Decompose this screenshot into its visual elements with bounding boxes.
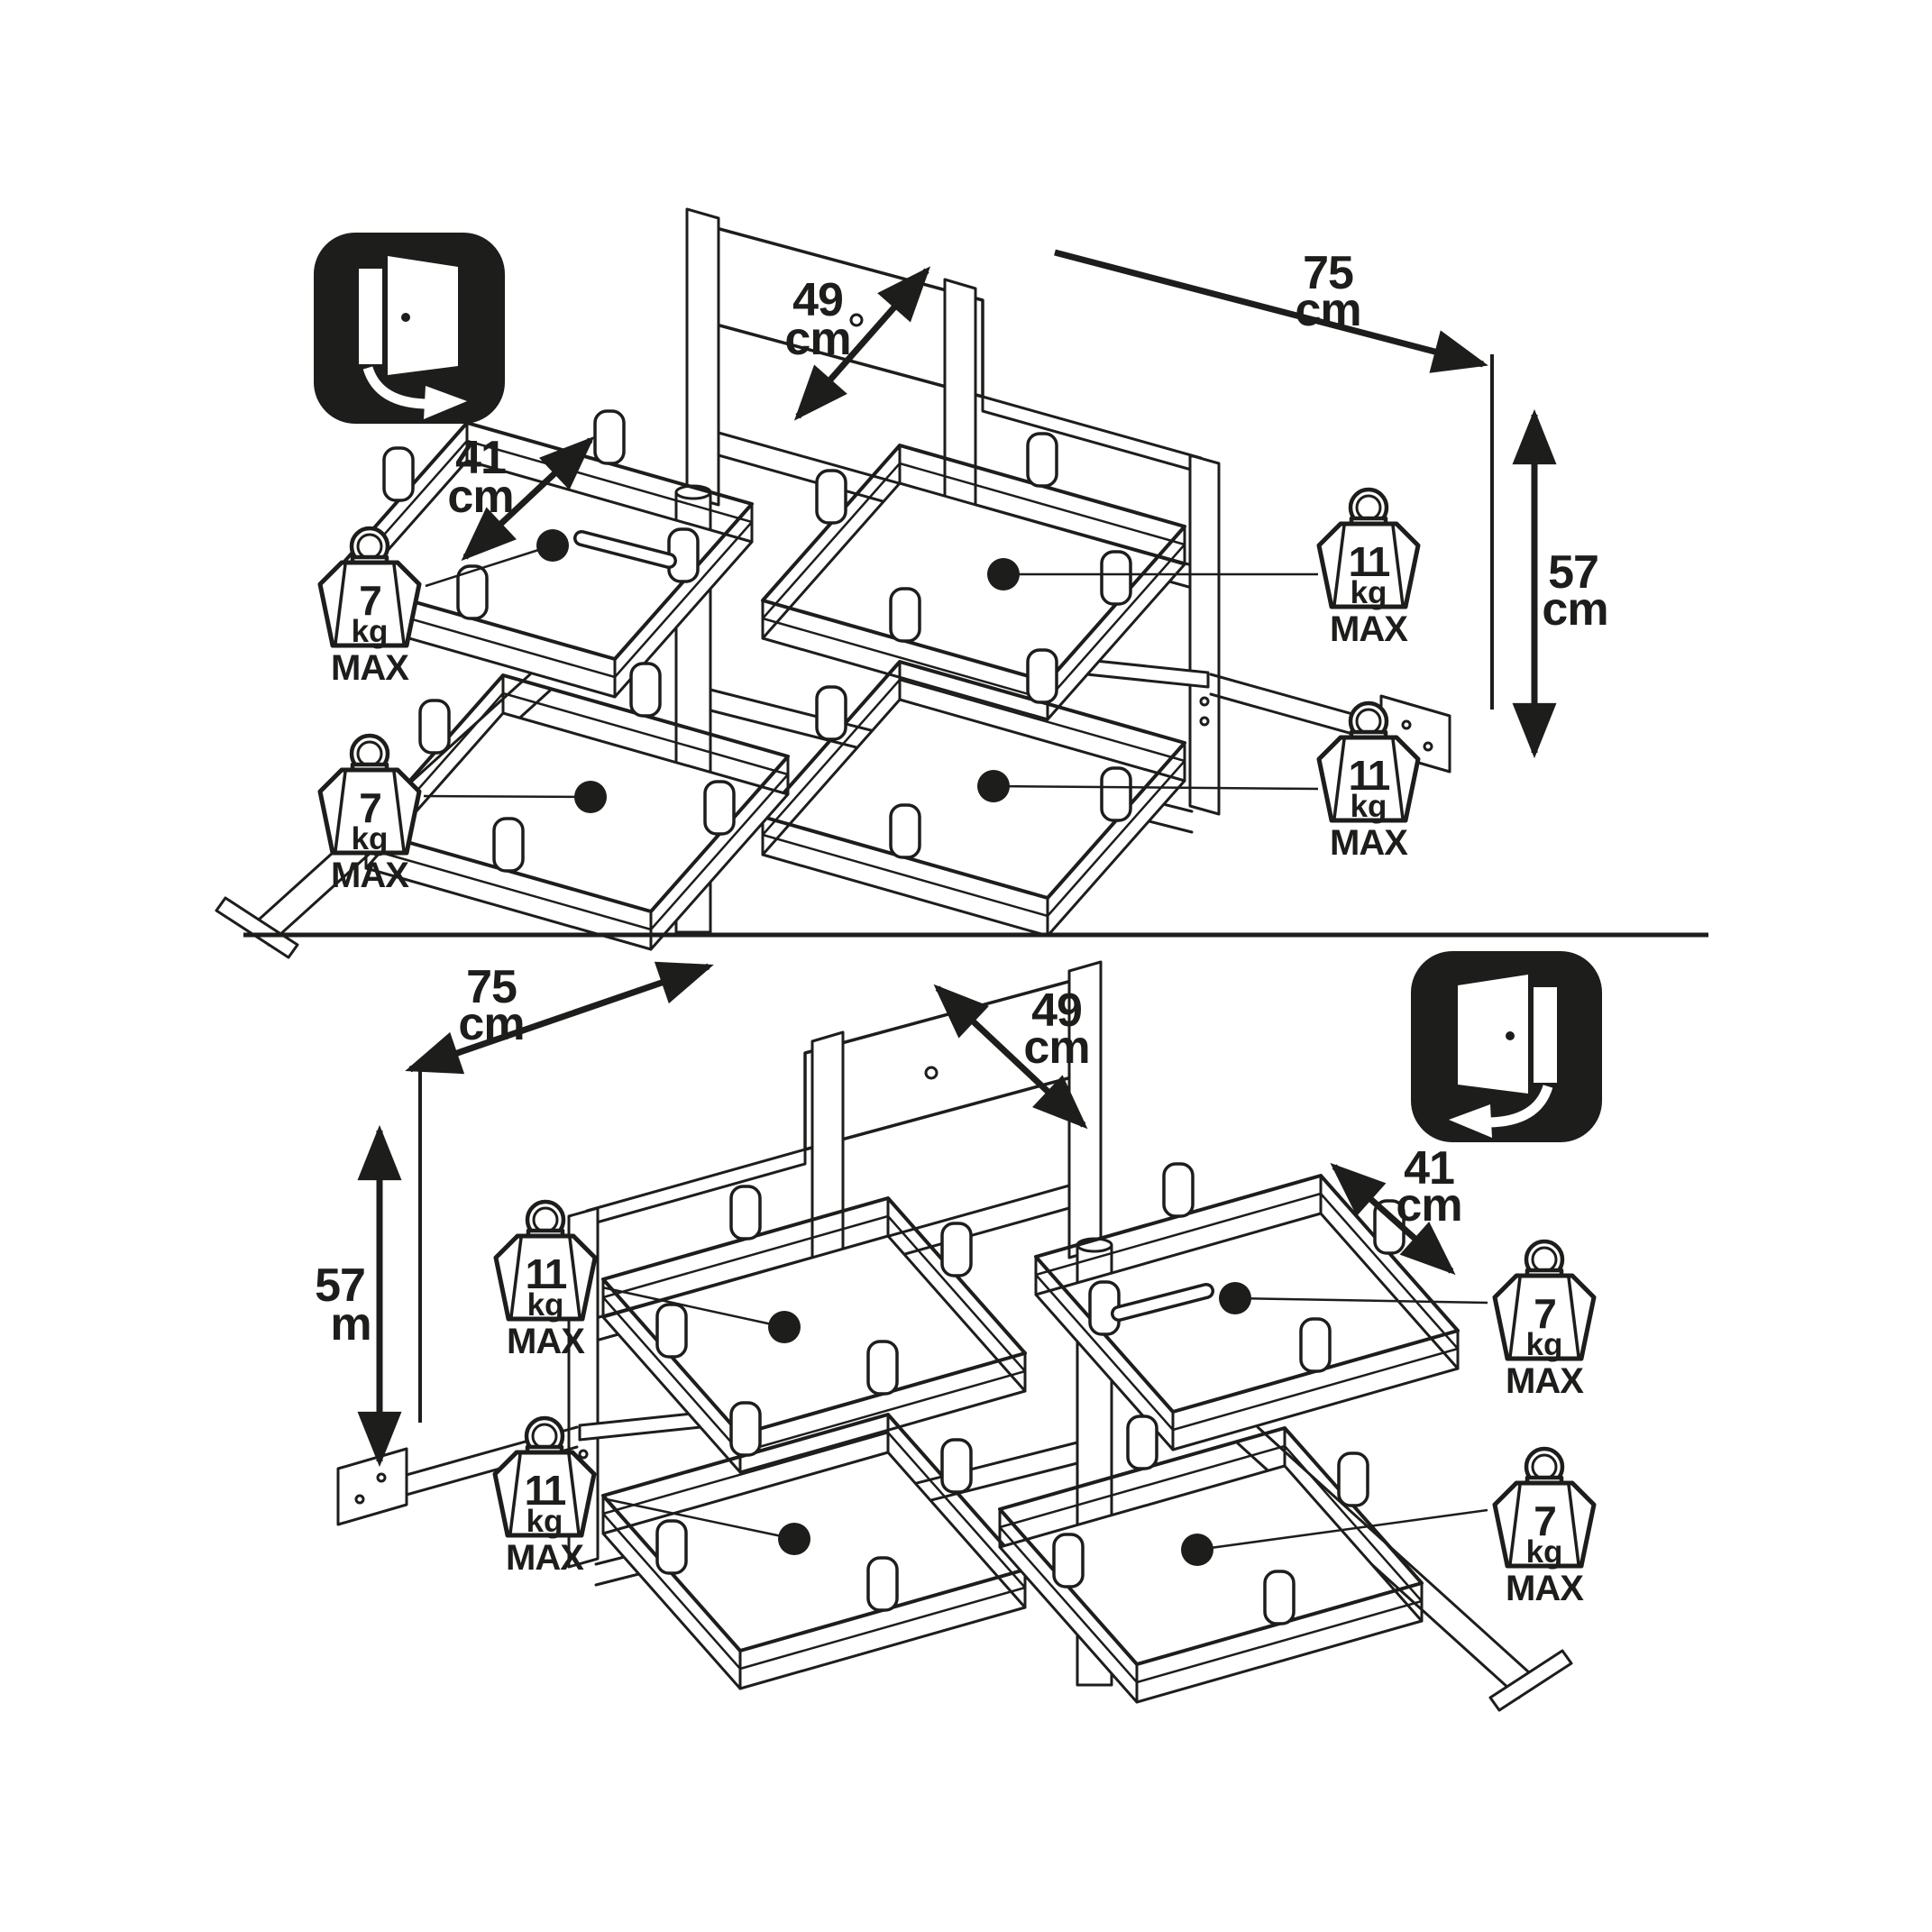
- panel-top: 41 cm 49 cm 75 cm 57 cm 7 kg MAX 7 kg MA…: [215, 207, 1609, 959]
- weight-unit: kg: [352, 614, 389, 649]
- unit-width-value: 75: [1303, 247, 1353, 299]
- kettlebell-weight-icon: [317, 526, 422, 648]
- weight-value: 11: [526, 1250, 567, 1297]
- weight-max-label: MAX: [331, 856, 409, 895]
- leader-line: [1234, 1296, 1488, 1305]
- unit-height-value: 57: [1548, 546, 1598, 599]
- dimension-arrow-41: [1330, 1162, 1456, 1276]
- dimension-arrow-75: [405, 961, 714, 1075]
- weight-icon-7kg: 7 kg MAX: [1492, 1239, 1597, 1401]
- weight-icon-11kg: 11 kg MAX: [492, 1415, 597, 1578]
- callout-dot: [987, 558, 1020, 591]
- callout-dot: [778, 1523, 810, 1555]
- weight-value: 11: [1349, 538, 1390, 585]
- unit-depth-value: 49: [792, 274, 843, 326]
- unit-width-value: 75: [466, 961, 517, 1013]
- basket-unit-drawing: [215, 207, 1451, 959]
- weight-unit: kg: [527, 1287, 564, 1323]
- kettlebell-weight-icon: [1316, 700, 1421, 823]
- weight-unit: kg: [1526, 1534, 1563, 1570]
- weight-unit: kg: [352, 821, 389, 856]
- leader-line: [993, 784, 1319, 791]
- weight-value: 11: [525, 1467, 566, 1514]
- callout-dot: [536, 529, 569, 562]
- kettlebell-weight-icon: [1492, 1446, 1597, 1569]
- weight-unit: kg: [1351, 575, 1387, 610]
- weight-max-label: MAX: [507, 1322, 585, 1361]
- callout-dot: [1219, 1282, 1251, 1314]
- dimension-arrow-41: [461, 435, 595, 562]
- weight-icon-11kg: 11 kg MAX: [493, 1199, 598, 1361]
- weight-max-label: MAX: [331, 648, 409, 688]
- weight-value: 11: [1349, 752, 1390, 799]
- kettlebell-weight-icon: [493, 1199, 598, 1322]
- leader-line: [601, 1497, 795, 1541]
- dimension-arrow-75: [1054, 249, 1488, 373]
- unit-depth-unit: cm: [1023, 1021, 1089, 1074]
- door-opening-left-icon: [1411, 951, 1602, 1142]
- unit-width-unit: cm: [1295, 284, 1360, 336]
- callout-dot: [574, 781, 607, 813]
- panel-bottom: 75 cm 57 m 49 cm 41 cm 11 kg MAX 11 kg M…: [315, 951, 1602, 1712]
- weight-max-label: MAX: [1330, 823, 1408, 863]
- weight-value: 7: [1534, 1290, 1555, 1337]
- weight-unit: kg: [526, 1504, 563, 1539]
- unit-height-unit: cm: [1542, 583, 1607, 636]
- dimension-arrow-49: [933, 984, 1088, 1130]
- weight-value: 7: [359, 577, 380, 624]
- weight-max-label: MAX: [506, 1538, 584, 1578]
- weight-max-label: MAX: [1506, 1361, 1584, 1401]
- door-opening-right-icon: [314, 233, 505, 424]
- basket-depth-unit: cm: [1396, 1179, 1461, 1232]
- callout-dot: [1181, 1534, 1213, 1566]
- weight-icon-11kg: 11 kg MAX: [1316, 487, 1421, 649]
- weight-value: 7: [359, 784, 380, 831]
- unit-depth-value: 49: [1031, 984, 1082, 1037]
- unit-depth-unit: cm: [784, 313, 850, 365]
- weight-max-label: MAX: [1330, 609, 1408, 649]
- unit-height-unit: m: [330, 1298, 371, 1351]
- weight-icon-7kg: 7 kg MAX: [1492, 1446, 1597, 1608]
- weight-unit: kg: [1526, 1327, 1563, 1362]
- leader-line: [1196, 1508, 1488, 1552]
- kettlebell-weight-icon: [492, 1415, 597, 1538]
- callout-dot: [768, 1311, 801, 1343]
- unit-width-unit: cm: [458, 998, 524, 1050]
- weight-icon-7kg: 7 kg MAX: [317, 733, 422, 895]
- basket-depth-value: 41: [1404, 1142, 1454, 1195]
- weight-icon-11kg: 11 kg MAX: [1316, 700, 1421, 863]
- weight-icon-7kg: 7 kg MAX: [317, 526, 422, 688]
- kettlebell-weight-icon: [1492, 1239, 1597, 1361]
- dimension-arrow-49: [793, 266, 931, 421]
- weight-unit: kg: [1351, 789, 1387, 824]
- leader-line: [423, 794, 591, 799]
- weight-max-label: MAX: [1506, 1569, 1584, 1608]
- basket-depth-unit: cm: [447, 471, 513, 523]
- kettlebell-weight-icon: [1316, 487, 1421, 609]
- kettlebell-weight-icon: [317, 733, 422, 856]
- callout-dot: [977, 770, 1010, 802]
- unit-height-value: 57: [315, 1259, 365, 1312]
- basket-depth-value: 41: [455, 432, 506, 484]
- weight-value: 7: [1534, 1497, 1555, 1544]
- leader-line: [601, 1286, 785, 1329]
